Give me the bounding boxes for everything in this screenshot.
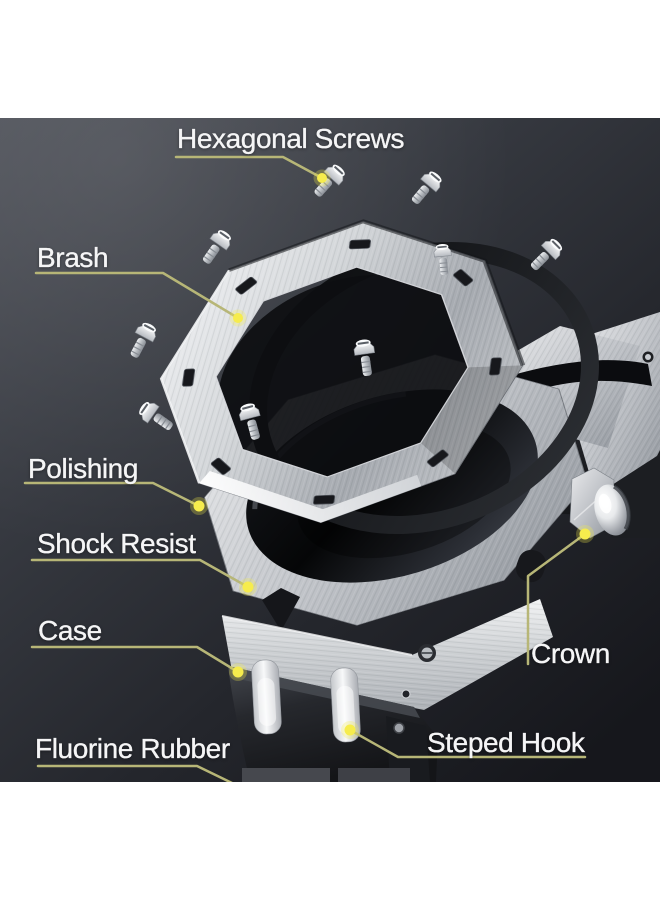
leader-line-steped-hook (348, 728, 587, 759)
leader-line-crown (526, 532, 587, 666)
case-cutout (516, 549, 546, 583)
polished-edge (199, 471, 422, 523)
label-crown: Crown (531, 638, 611, 669)
label-fluorine-rubber: Fluorine Rubber (35, 733, 231, 764)
bezel-shadow (217, 274, 487, 486)
leader-line-brash (34, 271, 240, 320)
label-shock-resist: Shock Resist (37, 528, 196, 559)
hook-tab (251, 659, 282, 735)
exploded-watch-diagram (0, 118, 660, 782)
leader-line-shock-resist (30, 558, 250, 589)
label-brash: Brash (37, 242, 109, 273)
leader-line-case (30, 645, 240, 674)
leader-line-polishing (23, 481, 201, 508)
label-steped-hook: Steped Hook (427, 727, 585, 758)
bezel-screw-slots (182, 239, 502, 505)
label-polishing: Polishing (28, 453, 139, 484)
crown (569, 467, 631, 539)
leader-line-fluorine-rubber (36, 764, 233, 782)
leader-line-hexagonal-screws (174, 155, 324, 180)
octagonal-bezel (159, 219, 526, 524)
hook-tab (330, 667, 361, 743)
label-hexagonal-screws: Hexagonal Screws (177, 123, 405, 154)
highlight-dots (190, 169, 594, 739)
label-case: Case (38, 615, 103, 646)
product-photo: Hexagonal Screws Brash Polishing Shock R… (0, 118, 660, 782)
case-notch (262, 588, 300, 631)
